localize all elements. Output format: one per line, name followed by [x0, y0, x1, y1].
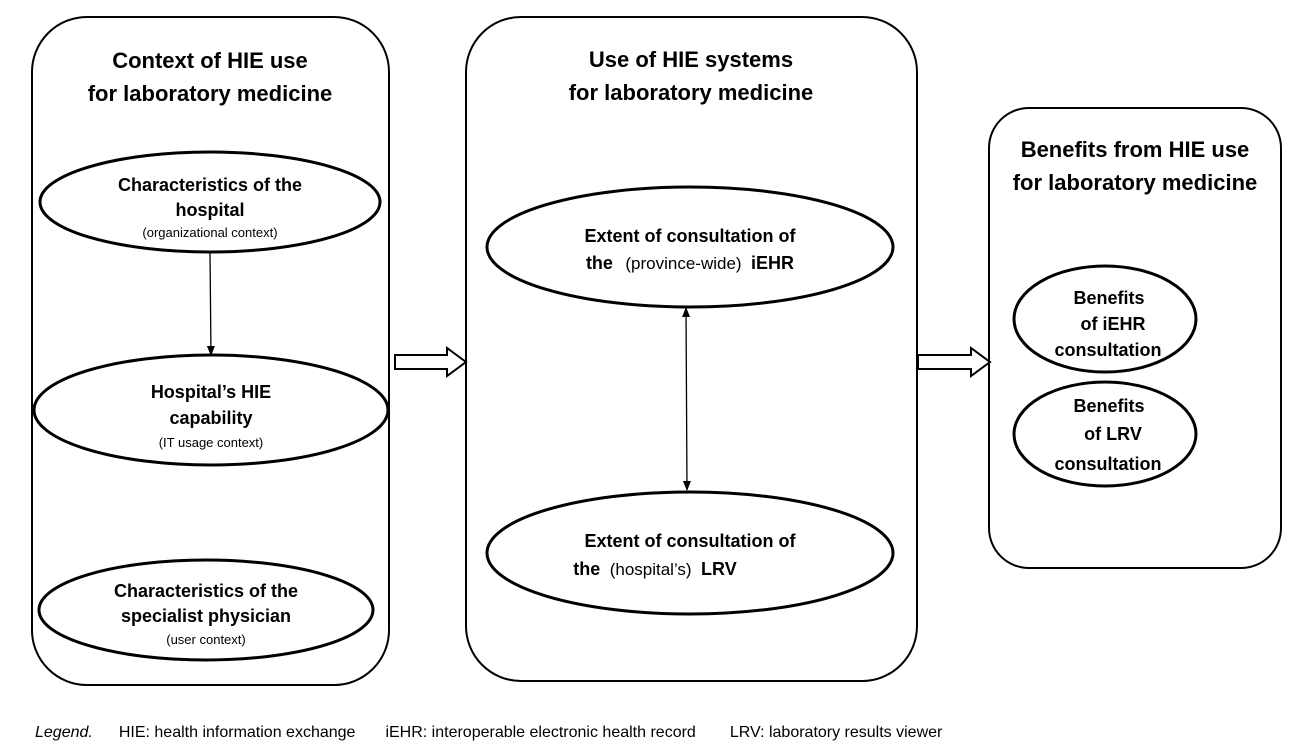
hospital-characteristics-node: Characteristics of the hospital (organiz… [38, 150, 382, 254]
context-panel-title-line2: for laboratory medicine [88, 81, 333, 106]
arrow-iehr-lrv-bidirectional [682, 307, 691, 491]
hie-capability-line2: capability [169, 408, 252, 428]
iehr-benefits-line2: of iEHR [1081, 314, 1146, 334]
legend-item-hie: HIE: health information exchange [118, 724, 356, 741]
hie-capability-sub: (IT usage context) [159, 435, 264, 450]
hospital-characteristics-line1: Characteristics of the [118, 175, 302, 195]
iehr-consultation-line2-a: the [586, 253, 613, 273]
use-panel-title-line2: for laboratory medicine [569, 80, 814, 105]
diagram: Context of HIE use for laboratory medici… [31, 16, 1282, 686]
physician-characteristics-line2: specialist physician [121, 606, 291, 626]
hospital-characteristics-sub: (organizational context) [142, 225, 277, 240]
block-arrow-context-to-use [394, 346, 468, 378]
legend: Legend. HIE: health information exchange… [35, 722, 942, 744]
lrv-benefits-line2: of LRV [1084, 424, 1142, 444]
lrv-consultation-line2: the (hospital’s) LRV [573, 559, 736, 579]
lrv-consultation-line2-a: the [573, 559, 600, 579]
iehr-consultation-node: Extent of consultation of the (province-… [485, 185, 895, 309]
legend-item-iehr: iEHR: interoperable electronic health re… [385, 724, 696, 741]
iehr-consultation-line2-c: iEHR [751, 253, 794, 273]
lrv-consultation-node: Extent of consultation of the (hospital’… [485, 490, 895, 616]
lrv-consultation-line2-b: (hospital’s) [610, 560, 692, 579]
benefits-panel-title-line2: for laboratory medicine [1013, 170, 1258, 195]
physician-characteristics-node: Characteristics of the specialist physic… [37, 558, 375, 662]
lrv-consultation-line2-c: LRV [701, 559, 737, 579]
arrow-hospital-to-capability [206, 252, 215, 356]
physician-characteristics-sub: (user context) [166, 632, 245, 647]
hie-capability-node: Hospital’s HIE capability (IT usage cont… [32, 353, 390, 467]
block-arrow-use-to-benefits [917, 346, 992, 378]
hospital-characteristics-line2: hospital [175, 200, 244, 220]
lrv-consultation-line1: Extent of consultation of [585, 531, 797, 551]
benefits-panel-title-line1: Benefits from HIE use [1021, 137, 1250, 162]
physician-characteristics-line1: Characteristics of the [114, 581, 298, 601]
iehr-benefits-line3: consultation [1055, 340, 1162, 360]
lrv-benefits-node: Benefits of LRV consultation [1012, 380, 1198, 488]
legend-item-lrv: LRV: laboratory results viewer [729, 724, 943, 741]
iehr-consultation-line2: the (province-wide) iEHR [586, 253, 794, 273]
iehr-benefits-node: Benefits of iEHR consultation [1012, 264, 1198, 374]
lrv-benefits-line3: consultation [1055, 454, 1162, 474]
hie-capability-line1: Hospital’s HIE [151, 382, 271, 402]
iehr-benefits-line1: Benefits [1073, 288, 1144, 308]
legend-label: Legend. [35, 724, 93, 741]
context-panel-title-line1: Context of HIE use [112, 48, 308, 73]
iehr-consultation-line1: Extent of consultation of [585, 226, 797, 246]
iehr-consultation-line2-b: (province-wide) [625, 254, 741, 273]
lrv-benefits-line1: Benefits [1073, 396, 1144, 416]
use-panel-title-line1: Use of HIE systems [589, 47, 793, 72]
